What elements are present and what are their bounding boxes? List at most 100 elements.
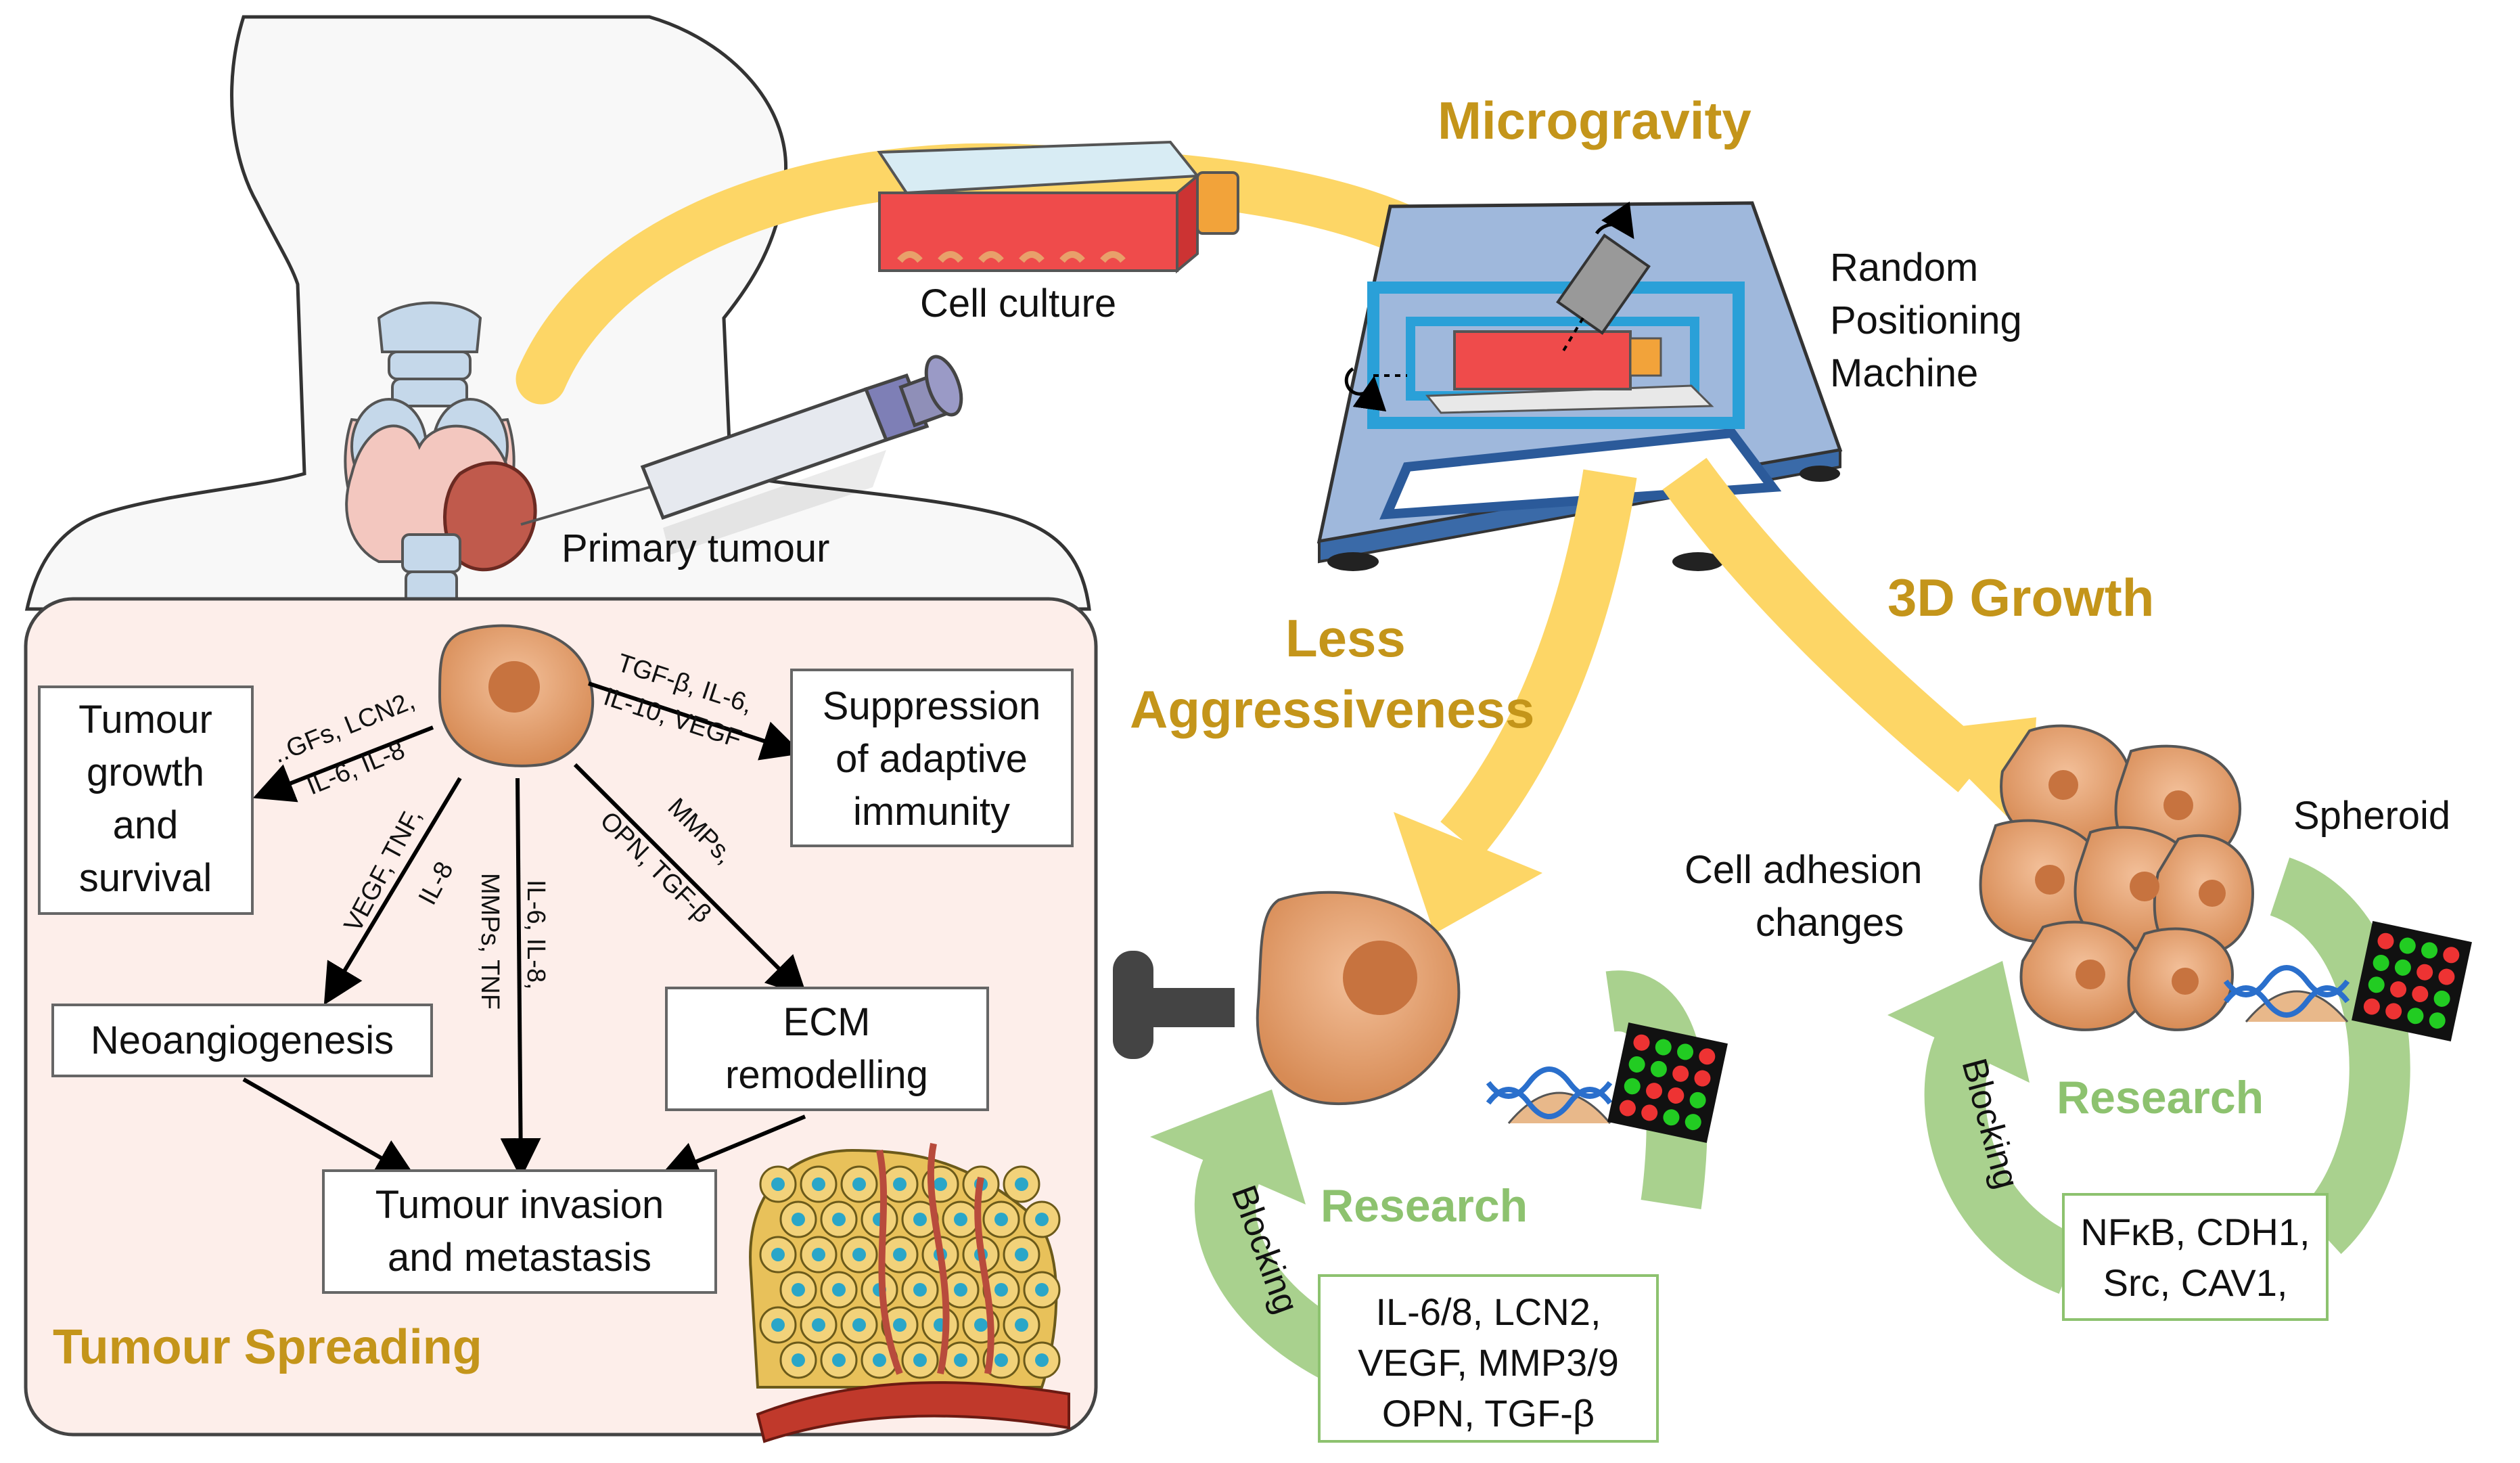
research-box-right: NFκB, CDH1, Src, CAV1,: [2062, 1193, 2329, 1321]
microarray-spot: [1689, 1091, 1706, 1108]
research-label-left: Research: [1321, 1180, 1528, 1232]
research-right-line-1: NFκB, CDH1,: [2080, 1211, 2310, 1253]
tumour-spreading-title: Tumour Spreading: [53, 1320, 482, 1374]
cell-culture-flask: [877, 140, 1239, 274]
yellow-arrow-less-aggressiveness: [1394, 469, 1637, 934]
tumour-mass-illustration: [749, 1143, 1070, 1443]
less-aggressiveness-line-2: Aggressiveness: [1130, 679, 1534, 739]
spheroid-illustration: [1979, 724, 2255, 1031]
tumour-cell-nucleus: [1015, 1248, 1028, 1261]
green-cycle-right: [1887, 857, 2410, 1294]
box-neoangiogenesis: Neoangiogenesis: [51, 1004, 433, 1077]
rpm-label-line-2: Positioning: [1830, 298, 2022, 342]
microarray-spot: [1619, 1100, 1636, 1117]
tumour-cell-nucleus: [934, 1177, 947, 1191]
tumour-cell-nucleus: [1015, 1318, 1028, 1332]
rpm-label-line-3: Machine: [1830, 351, 1978, 395]
cell-less-aggressive: [1256, 891, 1461, 1106]
box-growth-line-4: survival: [79, 856, 212, 900]
microarray-spot: [2399, 937, 2416, 954]
microarray-spot: [2407, 1008, 2424, 1025]
microarray-spot: [2377, 932, 2394, 949]
tumour-cell-nucleus: [792, 1353, 805, 1367]
microarray-spot: [2373, 954, 2389, 971]
signal-arrows: [242, 681, 808, 1181]
arrow-label-inv-a: IL-6, IL-8,: [522, 880, 550, 990]
tumour-cell-nucleus: [994, 1213, 1008, 1226]
tumour-cell-nucleus: [812, 1318, 825, 1332]
research-right-line-2: Src, CAV1,: [2103, 1261, 2288, 1304]
tumour-cell-nucleus: [812, 1177, 825, 1191]
microarray-spot: [2412, 985, 2429, 1002]
tumour-cell-nucleus: [832, 1353, 846, 1367]
microgravity-label: Microgravity: [1438, 91, 1751, 150]
tumour-cell-nucleus: [852, 1318, 866, 1332]
tumour-cell-nucleus: [913, 1213, 927, 1226]
tumour-cell-nucleus: [771, 1318, 785, 1332]
microarray-spot: [1663, 1109, 1680, 1126]
box-ecm-line-2: remodelling: [725, 1053, 928, 1097]
microarray-spot: [1641, 1104, 1658, 1121]
adhesion-label-line-2: changes: [1756, 901, 1904, 945]
microarray-spot: [1646, 1083, 1663, 1100]
arrow-label-inv-b: MMPs, TNF: [476, 873, 504, 1010]
adhesion-label-line-1: Cell adhesion: [1685, 848, 1922, 892]
microarray-spot: [1694, 1070, 1711, 1087]
syringe-illustration: [520, 355, 963, 555]
microarray-spot: [1677, 1043, 1694, 1060]
tumour-cell-nucleus: [893, 1177, 907, 1191]
microarray-spot: [2429, 1012, 2446, 1029]
tumour-cell-nucleus: [873, 1353, 886, 1367]
microarray-spot: [1633, 1034, 1650, 1051]
box-suppression-line-1: Suppression: [823, 684, 1040, 728]
tumour-cell-nucleus: [1035, 1283, 1049, 1297]
box-suppression-line-2: of adaptive: [835, 737, 1028, 781]
dna-icon-right: [2223, 965, 2350, 1022]
microarray-icon-right: [2352, 921, 2472, 1041]
box-growth-line-2: growth: [87, 750, 204, 794]
rpm-label-line-1: Random: [1830, 246, 1978, 290]
tumour-cell-nucleus: [771, 1248, 785, 1261]
tumour-cell-nucleus: [913, 1353, 927, 1367]
tumour-cell-nucleus: [792, 1283, 805, 1297]
box-invasion-line-1: Tumour invasion: [375, 1183, 664, 1227]
tumour-cell-nucleus: [812, 1248, 825, 1261]
tumour-cell-nucleus: [994, 1283, 1008, 1297]
microarray-spot: [2363, 998, 2380, 1015]
box-ecm-line-1: ECM: [783, 1000, 871, 1044]
inhibition-symbol: [1113, 951, 1235, 1059]
microarray-spot: [2438, 968, 2455, 985]
cancer-cell-center: [438, 624, 595, 767]
microarray-spot: [1699, 1048, 1716, 1065]
microarray-spot: [1668, 1087, 1685, 1104]
primary-tumour-label: Primary tumour: [562, 526, 829, 570]
tumour-cell-nucleus: [832, 1283, 846, 1297]
research-left-line-2: VEGF, MMP3/9: [1358, 1341, 1619, 1384]
dna-icon-left: [1486, 1066, 1613, 1124]
tumour-cell-nucleus: [1015, 1177, 1028, 1191]
tumour-cell-nucleus: [913, 1283, 927, 1297]
tumour-cell-nucleus: [974, 1318, 988, 1332]
microarray-spot: [2421, 942, 2438, 959]
microarray-spot: [2390, 981, 2407, 998]
research-label-right: Research: [2057, 1072, 2264, 1123]
tumour-cell-nucleus: [1035, 1353, 1049, 1367]
microarray-spot: [2433, 990, 2450, 1007]
3d-growth-label: 3D Growth: [1887, 568, 2154, 627]
tumour-cell-nucleus: [954, 1283, 967, 1297]
tumour-cell-nucleus: [832, 1213, 846, 1226]
research-box-left: IL-6/8, LCN2, VEGF, MMP3/9 OPN, TGF-β: [1318, 1274, 1659, 1443]
box-invasion: Tumour invasion and metastasis: [322, 1169, 717, 1294]
box-invasion-line-2: and metastasis: [388, 1236, 651, 1280]
tumour-cell-nucleus: [852, 1177, 866, 1191]
tumour-cell-nucleus: [1035, 1213, 1049, 1226]
tumour-cell-nucleus: [771, 1177, 785, 1191]
tumour-cell-nucleus: [954, 1213, 967, 1226]
microarray-icon-left: [1607, 1022, 1728, 1143]
microarray-spot: [2368, 976, 2385, 993]
microarray-spot: [1655, 1039, 1672, 1056]
box-suppression: Suppression of adaptive immunity: [790, 669, 1074, 847]
yellow-arrow-3d-growth: [1662, 457, 2036, 839]
microarray-spot: [1685, 1114, 1701, 1131]
box-growth-line-1: Tumour: [78, 698, 212, 742]
